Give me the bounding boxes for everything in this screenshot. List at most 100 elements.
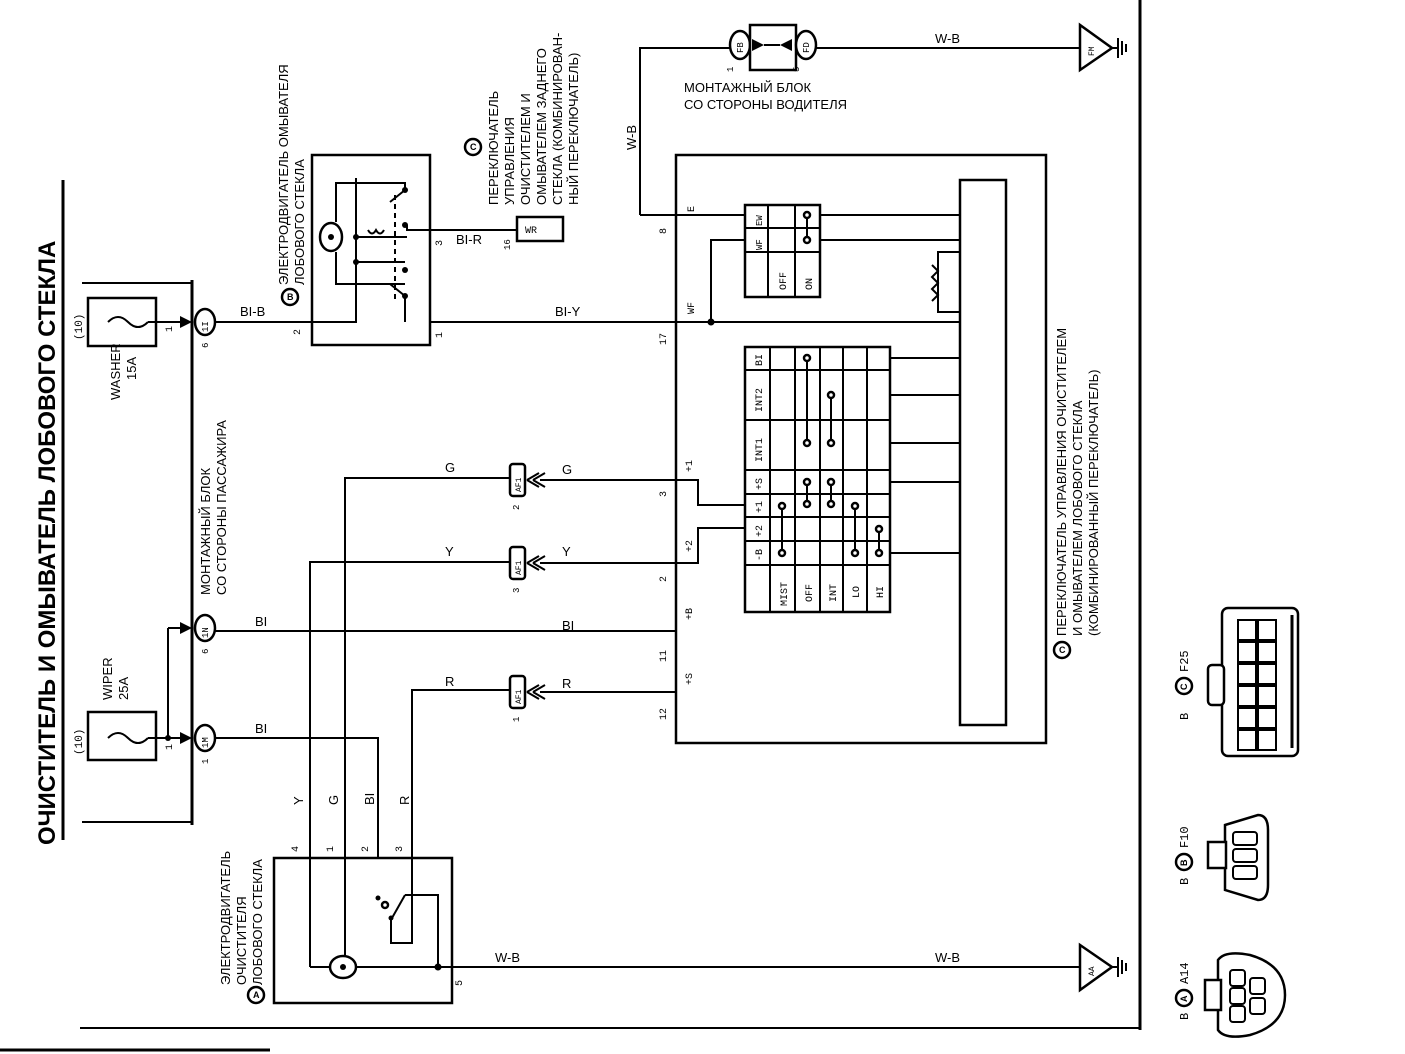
passenger-block-label-1: МОНТАЖНЫЙ БЛОК <box>198 467 213 595</box>
diagram-title: ОЧИСТИТЕЛЬ И ОМЫВАТЕЛЬ ЛОБОВОГО СТЕКЛА <box>34 241 61 845</box>
wire-wf <box>710 239 745 322</box>
wire-label-w-b-top: W-B <box>935 31 960 46</box>
wire-label-w-b-vertical: W-B <box>624 125 639 150</box>
svg-text:5: 5 <box>455 980 466 986</box>
svg-text:3: 3 <box>659 491 670 497</box>
svg-text:EW: EW <box>755 215 765 226</box>
connector-view-f10: B B F10 <box>1174 813 1270 902</box>
svg-text:3: 3 <box>395 846 406 852</box>
svg-text:1: 1 <box>512 717 522 722</box>
svg-text:OFF: OFF <box>779 272 790 290</box>
svg-text:BI: BI <box>755 354 766 366</box>
svg-text:(КОМБИНИРОВАННЫЙ ПЕРЕКЛЮЧАТЕЛЬ: (КОМБИНИРОВАННЫЙ ПЕРЕКЛЮЧАТЕЛЬ) <box>1086 370 1101 636</box>
svg-text:1: 1 <box>165 326 176 332</box>
combo-switch-label: ПЕРЕКЛЮЧАТЕЛЬ УПРАВЛЕНИЯ ОЧИСТИТЕЛЕМ И О… <box>1054 328 1101 636</box>
combo-switch-body <box>958 178 1008 727</box>
svg-text:(10): (10) <box>74 729 86 755</box>
wiper-motor-label: ЭЛЕКТРОДВИГАТЕЛЬ ОЧИСТИТЕЛЯ ЛОБОВОГО СТЕ… <box>218 851 265 985</box>
svg-text:B: B <box>1178 1013 1192 1020</box>
washer-switch-table: EW WF OFF ON <box>743 203 822 299</box>
svg-text:+2: +2 <box>755 525 766 537</box>
svg-text:2: 2 <box>361 846 372 852</box>
badge-a <box>246 985 266 1005</box>
rear-switch-pin: 16 <box>503 239 513 250</box>
svg-text:6: 6 <box>201 343 211 348</box>
svg-text:A14: A14 <box>1178 962 1192 984</box>
svg-text:2: 2 <box>293 329 304 335</box>
af1-connector-g: AF1 2 <box>508 462 546 510</box>
wire-g <box>344 477 517 855</box>
ground-aa: AA <box>1078 942 1127 993</box>
svg-text:ОЧИСТИТЕЛЕМ И: ОЧИСТИТЕЛЕМ И <box>518 93 533 205</box>
svg-text:ЛОБОВОГО СТЕКЛА: ЛОБОВОГО СТЕКЛА <box>250 859 265 985</box>
wire-label-bl-y: BI-Y <box>555 304 581 319</box>
svg-text:4: 4 <box>291 846 302 852</box>
svg-text:AF1: AF1 <box>515 477 524 492</box>
svg-text:НЫЙ ПЕРЕКЛЮЧАТЕЛЬ): НЫЙ ПЕРЕКЛЮЧАТЕЛЬ) <box>566 53 581 205</box>
connector-view-a14: B A A14 <box>1174 952 1287 1038</box>
svg-text:A: A <box>1179 995 1189 1002</box>
svg-text:+B: +B <box>685 608 696 620</box>
svg-text:C: C <box>1179 683 1189 690</box>
svg-text:И ОМЫВАТЕЛЕМ ЛОБОВОГО СТЕКЛА: И ОМЫВАТЕЛЕМ ЛОБОВОГО СТЕКЛА <box>1070 400 1085 636</box>
svg-text:+2: +2 <box>685 540 696 552</box>
wire-label-bl-r: BI-R <box>456 232 482 247</box>
ground-fm: FM <box>1078 22 1127 73</box>
svg-text:СТЕКЛА (КОМБИНИРОВАН-: СТЕКЛА (КОМБИНИРОВАН- <box>550 33 565 205</box>
wire-r <box>411 689 517 855</box>
svg-text:25A: 25A <box>116 677 131 700</box>
badge-c-rear-letter: C <box>470 142 477 152</box>
wire-y <box>309 561 517 855</box>
svg-text:1N: 1N <box>201 627 211 638</box>
svg-text:ЭЛЕКТРОДВИГАТЕЛЬ: ЭЛЕКТРОДВИГАТЕЛЬ <box>218 851 233 985</box>
svg-text:1: 1 <box>201 759 211 764</box>
svg-text:-B: -B <box>755 549 766 561</box>
svg-text:FM: FM <box>1088 46 1097 56</box>
svg-text:WIPER: WIPER <box>100 657 115 700</box>
rear-switch-label: ПЕРЕКЛЮЧАТЕЛЬ УПРАВЛЕНИЯ ОЧИСТИТЕЛЕМ И О… <box>486 33 581 205</box>
af1-connector-r: AF1 1 <box>508 674 546 722</box>
wire-label-bl-1: BI <box>255 614 267 629</box>
svg-text:1: 1 <box>435 332 446 338</box>
svg-text:УПРАВЛЕНИЯ: УПРАВЛЕНИЯ <box>502 117 517 205</box>
svg-text:B: B <box>1179 859 1189 866</box>
svg-text:F10: F10 <box>1178 826 1192 848</box>
svg-text:ПЕРЕКЛЮЧАТЕЛЬ УПРАВЛЕНИЯ ОЧИСТ: ПЕРЕКЛЮЧАТЕЛЬ УПРАВЛЕНИЯ ОЧИСТИТЕЛЕМ <box>1054 328 1069 636</box>
af1-connector-y: AF1 3 <box>508 545 546 593</box>
svg-text:B: B <box>1178 713 1192 720</box>
pin-label-e: E <box>687 206 698 212</box>
pin-num-17: 17 <box>659 333 670 345</box>
svg-text:HI: HI <box>876 586 887 598</box>
svg-text:+1: +1 <box>685 460 696 472</box>
wire-label-r: R <box>445 674 454 689</box>
svg-text:1: 1 <box>726 67 736 72</box>
svg-text:2: 2 <box>659 576 670 582</box>
svg-text:INT1: INT1 <box>755 438 766 462</box>
connector-1I: 1I 6 <box>180 307 217 348</box>
resistor-zigzag <box>930 264 940 302</box>
svg-text:1M: 1M <box>201 737 211 748</box>
washer-motor-label-1: ЭЛЕКТРОДВИГАТЕЛЬ ОМЫВАТЕЛЯ <box>276 64 291 285</box>
wire-label-g-right: G <box>562 462 572 477</box>
svg-text:B: B <box>1178 878 1192 885</box>
washer-fuse: (10) WASHER 15A 1 <box>74 296 180 400</box>
wiper-table-out-wires <box>890 357 960 554</box>
badge-a-letter: A <box>253 990 260 1000</box>
connector-view-f25: B C F25 <box>1174 606 1300 758</box>
wiper-switch-table: BI INT2 INT1 +S +1 +2 -B MIST OFF INT LO… <box>743 345 892 614</box>
wire-plus1-internal <box>676 479 745 506</box>
svg-text:FB: FB <box>736 42 746 53</box>
svg-text:AF1: AF1 <box>515 560 524 575</box>
wire-plus2-internal <box>676 527 745 564</box>
svg-text:6: 6 <box>201 649 211 654</box>
wiper-fuse: (10) WIPER 25A 1 <box>74 627 180 762</box>
badge-b <box>280 287 300 307</box>
washer-motor-label-2: ЛОБОВОГО СТЕКЛА <box>292 159 307 285</box>
svg-text:FD: FD <box>802 42 812 53</box>
connector-1N: 1N 6 <box>180 613 217 654</box>
svg-text:WASHER: WASHER <box>108 343 123 400</box>
svg-text:+1: +1 <box>755 501 766 513</box>
badge-c-rear <box>463 137 483 157</box>
svg-text:15A: 15A <box>124 357 139 380</box>
